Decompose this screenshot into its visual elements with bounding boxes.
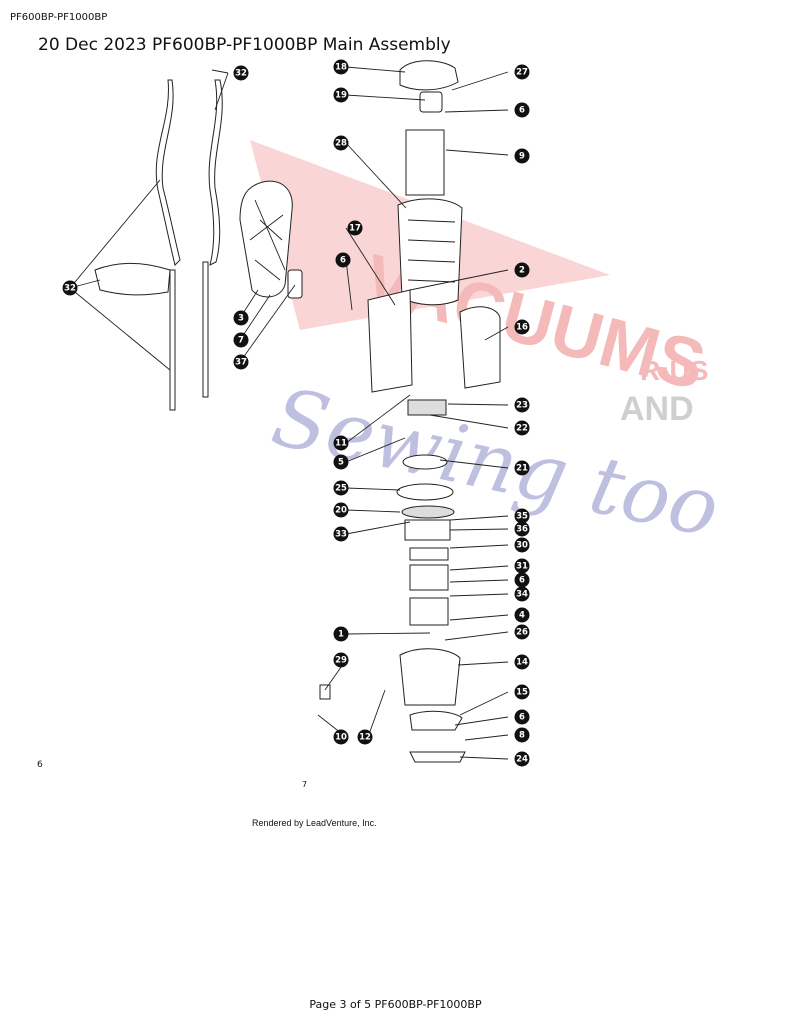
svg-text:6: 6 [519, 106, 525, 116]
svg-text:27: 27 [516, 68, 528, 78]
callout-6: 6 [514, 572, 530, 588]
callout-18: 18 [333, 59, 349, 75]
svg-text:17: 17 [349, 224, 361, 234]
svg-text:30: 30 [516, 541, 528, 551]
svg-text:32: 32 [235, 69, 247, 79]
svg-text:6: 6 [340, 256, 346, 266]
callout-17: 17 [347, 220, 363, 236]
svg-text:25: 25 [335, 484, 347, 494]
svg-text:26: 26 [516, 628, 528, 638]
svg-text:36: 36 [516, 525, 528, 535]
svg-text:10: 10 [335, 733, 347, 743]
callout-21: 21 [514, 460, 530, 476]
harness-straps [94, 79, 223, 411]
callout-14: 14 [514, 654, 530, 670]
svg-text:34: 34 [516, 590, 528, 600]
callout-33: 33 [333, 526, 349, 542]
callout-8: 8 [514, 727, 530, 743]
svg-text:4: 4 [519, 611, 525, 621]
svg-text:1: 1 [338, 630, 344, 640]
svg-text:33: 33 [335, 530, 347, 540]
callout-30: 30 [514, 537, 530, 553]
svg-text:6: 6 [519, 576, 525, 586]
callout-9: 9 [514, 148, 530, 164]
page-title: 20 Dec 2023 PF600BP-PF1000BP Main Assemb… [38, 35, 451, 55]
callout-22: 22 [514, 420, 530, 436]
svg-text:18: 18 [335, 63, 347, 73]
callout-24: 24 [514, 751, 530, 767]
callout-35: 35 [514, 508, 530, 524]
svg-text:22: 22 [516, 424, 528, 434]
callout-6: 6 [514, 709, 530, 725]
callout-6: 6 [514, 102, 530, 118]
callout-29: 29 [333, 652, 349, 668]
callout-20: 20 [333, 502, 349, 518]
callout-15: 15 [514, 684, 530, 700]
callout-12: 12 [357, 729, 373, 745]
leader-lines [69, 66, 509, 760]
svg-text:15: 15 [516, 688, 528, 698]
main-column [319, 60, 501, 763]
callout-36: 36 [514, 521, 530, 537]
callout-1: 1 [333, 626, 349, 642]
callout-31: 31 [514, 558, 530, 574]
svg-text:3: 3 [238, 314, 244, 324]
watermark-line2: R-US [640, 355, 708, 386]
callout-3: 3 [233, 310, 249, 326]
callout-37: 37 [233, 354, 249, 370]
svg-text:20: 20 [335, 506, 347, 516]
callout-7: 7 [233, 332, 249, 348]
callout-6: 6 [335, 252, 351, 268]
callout-10: 10 [333, 729, 349, 745]
callout-32: 32 [62, 280, 78, 296]
svg-text:21: 21 [516, 464, 528, 474]
svg-text:24: 24 [516, 755, 528, 765]
callout-2: 2 [514, 262, 530, 278]
callout-5: 5 [333, 454, 349, 470]
callout-11: 11 [333, 435, 349, 451]
page-marker: 7 [302, 780, 308, 789]
document-id: PF600BP-PF1000BP [10, 12, 108, 23]
backplate [239, 180, 303, 299]
svg-text:6: 6 [519, 713, 525, 723]
svg-text:37: 37 [235, 358, 247, 368]
svg-text:31: 31 [516, 562, 528, 572]
watermark-line3: AND [620, 390, 694, 428]
callout-27: 27 [514, 64, 530, 80]
callout-23: 23 [514, 397, 530, 413]
rendered-by-credit: Rendered by LeadVenture, Inc. [252, 818, 377, 828]
callout-16: 16 [514, 319, 530, 335]
svg-text:16: 16 [516, 323, 528, 333]
svg-text:9: 9 [519, 152, 525, 162]
callout-34: 34 [514, 586, 530, 602]
svg-text:11: 11 [335, 439, 347, 449]
callout-25: 25 [333, 480, 349, 496]
callout-19: 19 [333, 87, 349, 103]
svg-text:19: 19 [335, 91, 347, 101]
svg-text:23: 23 [516, 401, 528, 411]
svg-text:2: 2 [519, 266, 525, 276]
callout-28: 28 [333, 135, 349, 151]
svg-text:12: 12 [359, 733, 371, 743]
svg-text:32: 32 [64, 284, 76, 294]
side-mark: 6 [37, 760, 43, 770]
svg-text:5: 5 [338, 458, 344, 468]
svg-text:28: 28 [335, 139, 347, 149]
svg-text:8: 8 [519, 731, 525, 741]
page-footer: Page 3 of 5 PF600BP-PF1000BP [309, 998, 482, 1011]
svg-text:35: 35 [516, 512, 528, 522]
callout-4: 4 [514, 607, 530, 623]
svg-text:29: 29 [335, 656, 347, 666]
svg-text:7: 7 [238, 336, 244, 346]
callout-26: 26 [514, 624, 530, 640]
callout-32: 32 [233, 65, 249, 81]
svg-text:14: 14 [516, 658, 528, 668]
